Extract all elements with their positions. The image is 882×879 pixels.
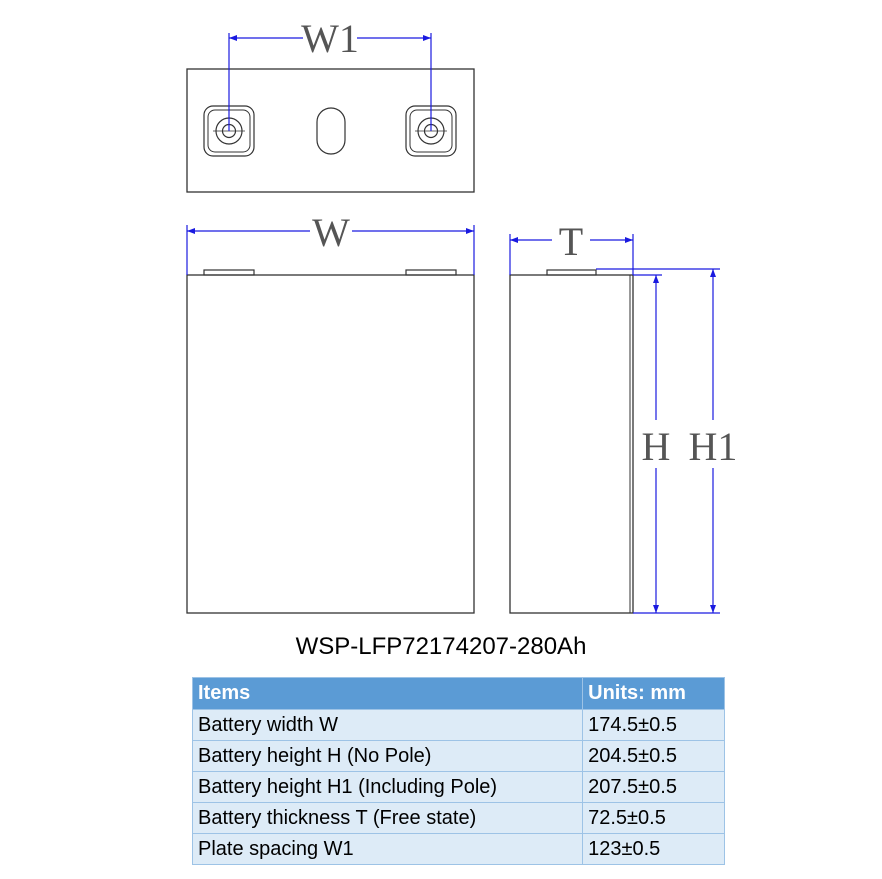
side-view: T H H1	[509, 219, 738, 614]
w1-label: W1	[301, 16, 359, 61]
table-row: Battery width W 174.5±0.5	[191, 709, 725, 741]
row-item: Battery width W	[191, 709, 584, 741]
front-view: W	[186, 210, 475, 614]
row-item: Battery height H (No Pole)	[191, 740, 584, 772]
side-view-outline	[509, 274, 634, 614]
front-view-outline	[186, 274, 475, 614]
row-item: Battery thickness T (Free state)	[191, 802, 584, 834]
h1-dimension	[596, 268, 720, 614]
t-dimension	[509, 234, 634, 275]
row-item: Plate spacing W1	[191, 833, 584, 865]
top-view-outline	[186, 68, 475, 193]
table-header-row: Items Units: mm	[191, 677, 725, 710]
row-value: 72.5±0.5	[582, 802, 725, 834]
t-label: T	[559, 219, 583, 264]
w-dimension	[186, 225, 475, 275]
table-row: Battery height H1 (Including Pole) 207.5…	[191, 771, 725, 803]
battery-dimension-drawing: W1 W T	[186, 16, 738, 614]
table-row: Battery height H (No Pole) 204.5±0.5	[191, 740, 725, 772]
w1-dimension	[228, 33, 432, 131]
h-label: H	[642, 424, 671, 469]
right-pole-icon	[405, 269, 457, 276]
table-row: Battery thickness T (Free state) 72.5±0.…	[191, 802, 725, 834]
row-item: Battery height H1 (Including Pole)	[191, 771, 584, 803]
model-title: WSP-LFP72174207-280Ah	[295, 633, 587, 660]
row-value: 204.5±0.5	[582, 740, 725, 772]
spec-table: Items Units: mm Battery width W 174.5±0.…	[191, 677, 725, 865]
h-dimension	[633, 274, 662, 614]
header-items: Items	[191, 677, 584, 710]
safety-vent-icon	[316, 107, 346, 155]
header-units: Units: mm	[582, 677, 725, 710]
side-pole-icon	[546, 269, 597, 276]
row-value: 123±0.5	[582, 833, 725, 865]
top-view: W1	[186, 16, 475, 193]
left-pole-icon	[203, 269, 255, 276]
row-value: 207.5±0.5	[582, 771, 725, 803]
h1-label: H1	[689, 424, 738, 469]
w-label: W	[312, 210, 350, 255]
table-row: Plate spacing W1 123±0.5	[191, 833, 725, 865]
row-value: 174.5±0.5	[582, 709, 725, 741]
